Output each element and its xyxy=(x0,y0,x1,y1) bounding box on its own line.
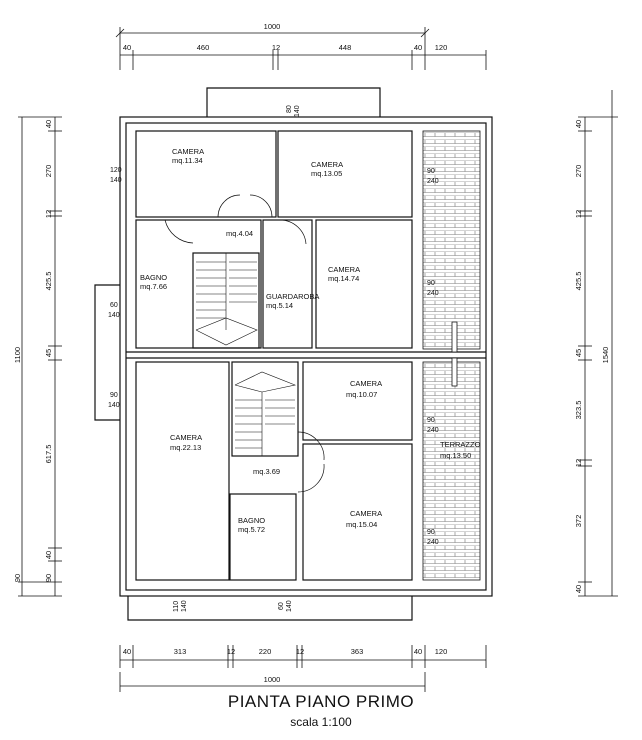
svg-text:40: 40 xyxy=(574,585,583,593)
room-name: GUARDAROBA xyxy=(266,292,319,301)
stairs xyxy=(195,253,297,456)
room-name: BAGNO xyxy=(238,516,265,525)
room-area: mq.4.04 xyxy=(226,229,253,238)
svg-text:40: 40 xyxy=(414,43,422,52)
svg-text:220: 220 xyxy=(259,647,272,656)
svg-text:60: 60 xyxy=(278,602,285,610)
svg-text:323.5: 323.5 xyxy=(574,401,583,420)
door-swings xyxy=(164,194,325,493)
svg-text:12: 12 xyxy=(574,459,583,467)
svg-text:120: 120 xyxy=(435,647,448,656)
svg-text:1540: 1540 xyxy=(601,347,610,364)
room-area: mq.3.69 xyxy=(253,467,280,476)
svg-text:120: 120 xyxy=(435,43,448,52)
svg-text:12: 12 xyxy=(227,647,235,656)
svg-text:425.5: 425.5 xyxy=(44,272,53,291)
svg-text:1000: 1000 xyxy=(264,22,281,31)
svg-text:240: 240 xyxy=(427,539,439,546)
svg-text:240: 240 xyxy=(427,427,439,434)
drawing-scale: scala 1:100 xyxy=(290,715,352,729)
svg-text:1100: 1100 xyxy=(13,347,22,363)
svg-text:425.5: 425.5 xyxy=(574,272,583,291)
svg-text:90: 90 xyxy=(427,417,435,424)
room-area: mq.7.66 xyxy=(140,282,167,291)
svg-text:12: 12 xyxy=(44,210,53,218)
svg-text:1000: 1000 xyxy=(264,675,281,684)
drawing-title: PIANTA PIANO PRIMO xyxy=(227,692,415,711)
svg-text:90: 90 xyxy=(427,529,435,536)
svg-text:140: 140 xyxy=(110,177,122,184)
svg-text:120: 120 xyxy=(110,167,122,174)
svg-text:40: 40 xyxy=(44,120,53,128)
room-labels: CAMERA mq.11.34 CAMERA mq.13.05 mq.4.04 … xyxy=(140,147,481,534)
svg-text:240: 240 xyxy=(427,290,439,297)
room-name: CAMERA xyxy=(328,265,360,274)
room-name: CAMERA xyxy=(170,433,202,442)
svg-text:90: 90 xyxy=(427,280,435,287)
svg-text:40: 40 xyxy=(44,551,53,559)
svg-text:448: 448 xyxy=(339,43,352,52)
svg-text:40: 40 xyxy=(574,120,583,128)
svg-text:80: 80 xyxy=(286,105,293,113)
room-name: TERRAZZO xyxy=(440,440,481,449)
room-area: mq.11.34 xyxy=(172,156,203,165)
room-area: mq.10.07 xyxy=(346,390,377,399)
svg-text:140: 140 xyxy=(108,312,120,319)
terrace-upper xyxy=(422,130,481,350)
room-name: CAMERA xyxy=(350,379,382,388)
svg-text:12: 12 xyxy=(574,210,583,218)
walls xyxy=(94,87,493,621)
dimension-lines xyxy=(18,27,618,692)
room-area: mq.5.72 xyxy=(238,525,265,534)
dimension-labels: 1000 40 460 12 448 40 120 40 313 12 220 … xyxy=(13,22,610,684)
room-name: BAGNO xyxy=(140,273,167,282)
svg-text:617.5: 617.5 xyxy=(44,445,53,464)
svg-text:90: 90 xyxy=(44,574,53,582)
svg-text:12: 12 xyxy=(272,43,280,52)
svg-text:372: 372 xyxy=(574,515,583,528)
room-name: CAMERA xyxy=(311,160,343,169)
svg-text:90: 90 xyxy=(110,392,118,399)
svg-text:60: 60 xyxy=(110,302,118,309)
svg-text:45: 45 xyxy=(574,349,583,357)
svg-text:313: 313 xyxy=(174,647,187,656)
svg-text:90: 90 xyxy=(427,168,435,175)
svg-text:40: 40 xyxy=(123,43,131,52)
svg-text:140: 140 xyxy=(181,600,188,612)
opening-labels: 80 140 120 140 90 240 60 140 90 240 90 1… xyxy=(108,105,439,612)
svg-text:45: 45 xyxy=(44,349,53,357)
svg-text:110: 110 xyxy=(173,601,180,612)
room-area: mq.14.74 xyxy=(328,274,359,283)
svg-text:40: 40 xyxy=(414,647,422,656)
svg-text:140: 140 xyxy=(294,105,301,117)
svg-text:240: 240 xyxy=(427,178,439,185)
svg-text:140: 140 xyxy=(108,402,120,409)
room-area: mq.15.04 xyxy=(346,520,377,529)
room-area: mq.22.13 xyxy=(170,443,201,452)
svg-text:460: 460 xyxy=(197,43,210,52)
room-area: mq.5.14 xyxy=(266,301,293,310)
room-name: CAMERA xyxy=(350,509,382,518)
svg-text:90: 90 xyxy=(13,574,22,582)
svg-text:270: 270 xyxy=(574,165,583,178)
room-name: CAMERA xyxy=(172,147,204,156)
room-area: mq.13.50 xyxy=(440,451,471,460)
terrace-lower xyxy=(422,361,481,581)
room-area: mq.13.05 xyxy=(311,169,342,178)
svg-text:140: 140 xyxy=(286,600,293,612)
svg-text:270: 270 xyxy=(44,165,53,178)
svg-text:363: 363 xyxy=(351,647,364,656)
svg-text:12: 12 xyxy=(296,647,304,656)
svg-text:40: 40 xyxy=(123,647,131,656)
